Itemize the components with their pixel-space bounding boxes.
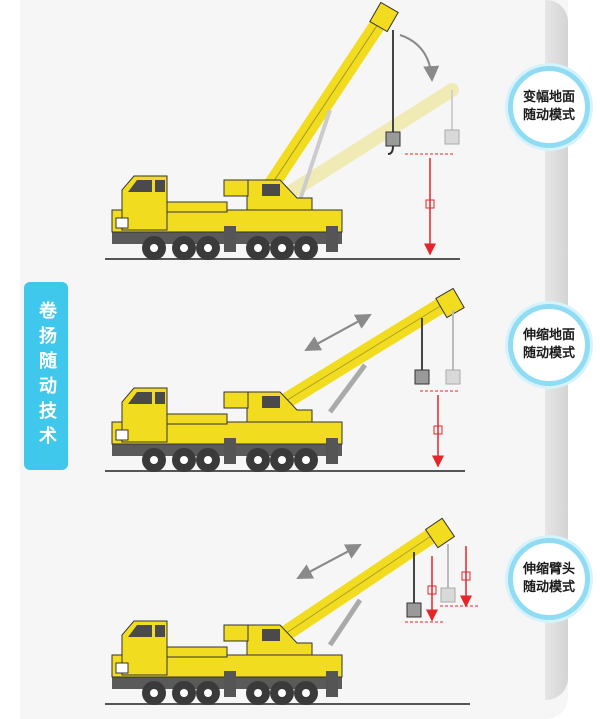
mode-badge-telescoping-ground: 伸缩地面随动模式 bbox=[508, 304, 590, 386]
background-panel bbox=[20, 0, 568, 719]
scene-telescoping-boomhead bbox=[105, 517, 478, 706]
mode-label: 伸缩地面随动模式 bbox=[522, 328, 575, 361]
mode-badge-luffing: 变幅地面随动模式 bbox=[508, 66, 590, 148]
scene-telescoping-ground bbox=[105, 287, 465, 473]
mode-label: 伸缩臂头随动模式 bbox=[522, 562, 575, 595]
scene-luffing bbox=[105, 1, 460, 261]
mode-label: 变幅地面随动模式 bbox=[522, 90, 575, 123]
side-label: 卷扬随动技术 bbox=[24, 282, 68, 470]
mode-badge-telescoping-boomhead: 伸缩臂头随动模式 bbox=[508, 538, 590, 620]
